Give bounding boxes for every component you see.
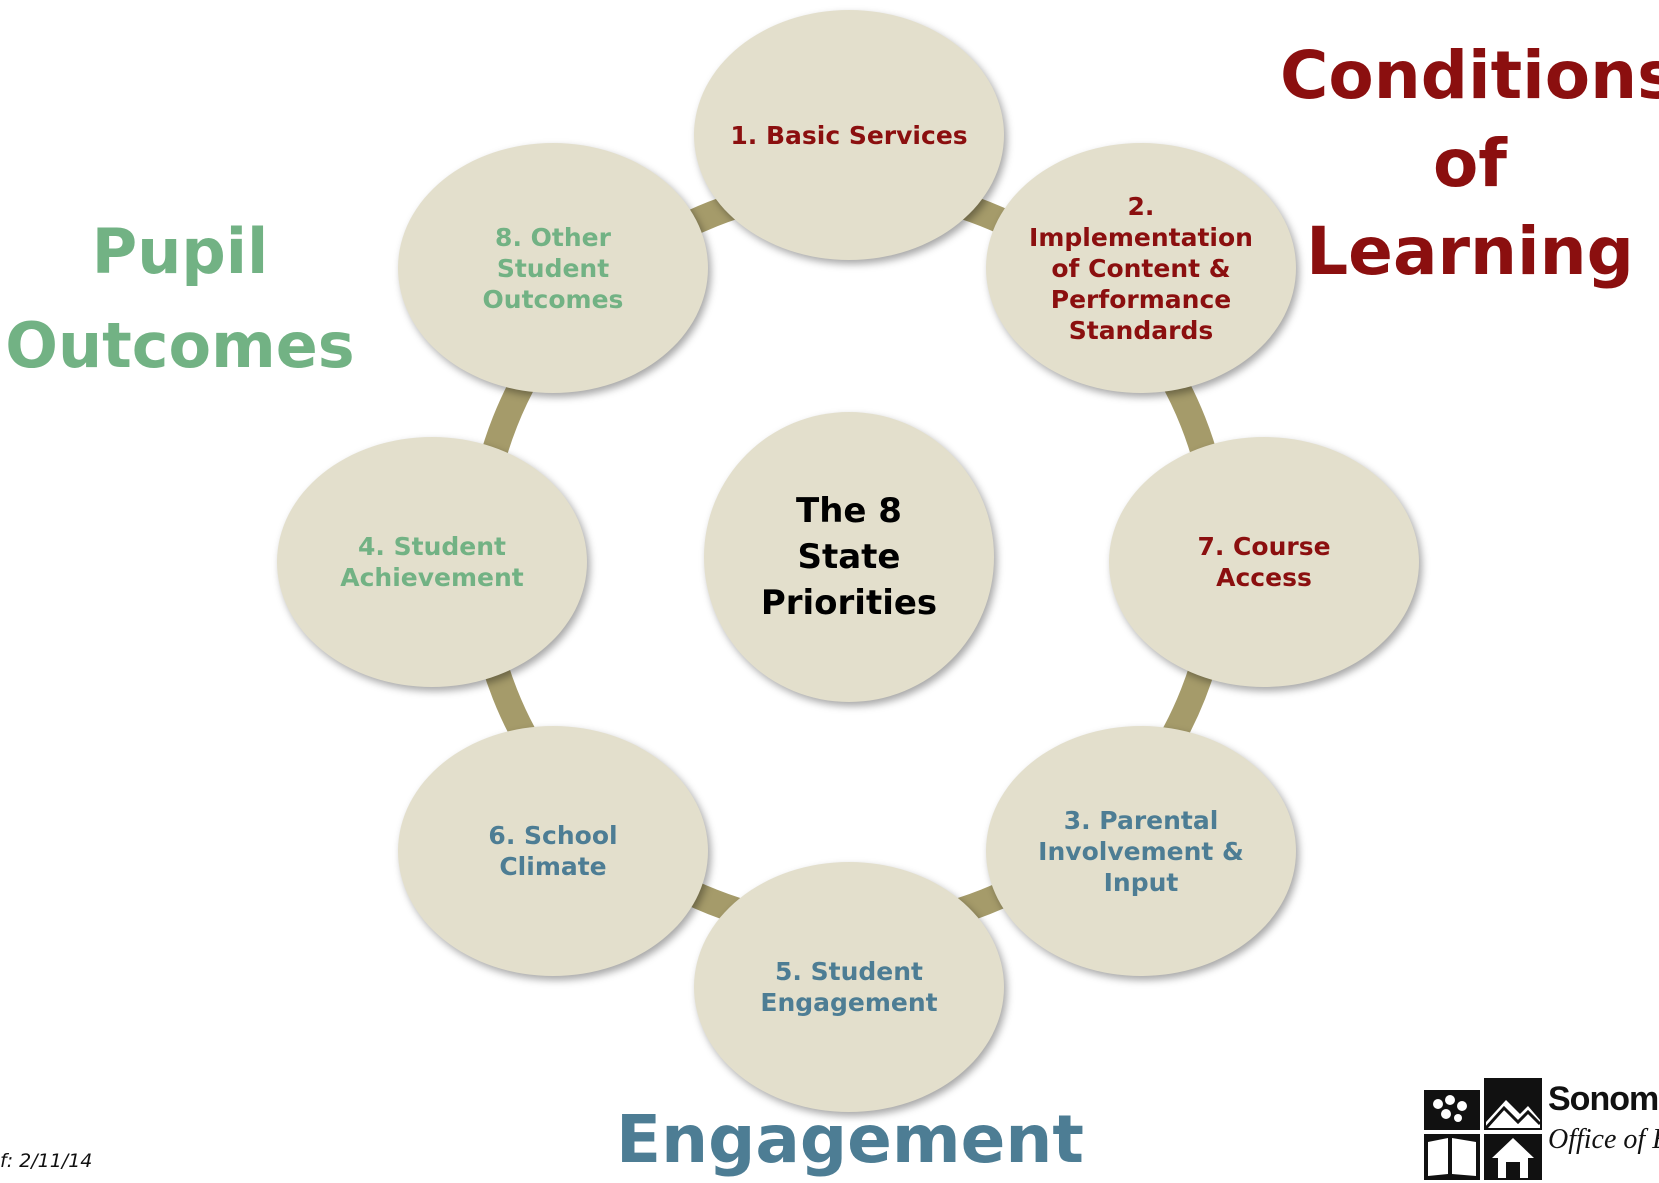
priority-1-label: 1. Basic Services: [730, 120, 968, 150]
center-circle: The 8 State Priorities: [704, 412, 994, 702]
priority-1-circle: 1. Basic Services: [694, 10, 1004, 260]
priority-5-label: 5. Student: [775, 957, 923, 986]
priority-8-circle: 8. Other Student Outcomes: [398, 143, 708, 393]
engagement-label: Engagement: [616, 1101, 1084, 1178]
center-title-line: The 8: [796, 491, 902, 531]
revision-date: f: 2/11/14: [0, 1150, 93, 1172]
logo-mark-icon: [1424, 1078, 1542, 1180]
center-title-line: Priorities: [760, 583, 938, 623]
priority-3-label: 3. Parental: [1063, 805, 1219, 835]
priority-7-circle: 7. Course Access: [1109, 437, 1419, 687]
priority-4-circle: 4. Student Achievement: [277, 437, 587, 687]
conditions-line: of: [1432, 125, 1508, 202]
priority-5-label: Engagement: [760, 988, 938, 1017]
priority-2-label: Performance: [1050, 284, 1232, 314]
priority-7-label: 7. Course: [1197, 532, 1331, 561]
pupil-line: Pupil: [91, 215, 269, 288]
conditions-line: Learning: [1306, 213, 1634, 290]
pupil-outcomes-label: Pupil Outcomes: [0, 205, 360, 393]
logo-name: Sonoma: [1548, 1080, 1659, 1118]
priority-3-circle: 3. Parental Involvement & Input: [986, 726, 1296, 976]
priority-6-label: 6. School: [488, 821, 618, 850]
priority-2-circle: 2. Implementation of Content & Performan…: [986, 143, 1296, 393]
priority-8-label: Student: [496, 253, 610, 283]
center-title-line: State: [797, 537, 901, 577]
priority-7-label: Access: [1216, 563, 1312, 592]
priority-6-label: Climate: [499, 852, 607, 881]
priority-8-label: 8. Other: [495, 222, 611, 252]
priority-2-label: of Content &: [1051, 253, 1231, 283]
priority-6-circle: 6. School Climate: [398, 726, 708, 976]
priority-2-label: Implementation: [1029, 222, 1253, 252]
priority-3-label: Input: [1103, 867, 1179, 897]
sonoma-county-office-logo: Sonoma Office of E: [1420, 1078, 1659, 1183]
conditions-of-learning-label: Conditions of Learning: [1280, 32, 1659, 296]
conditions-line: Conditions: [1280, 37, 1659, 114]
priority-5-circle: 5. Student Engagement: [694, 862, 1004, 1112]
priority-3-label: Involvement &: [1038, 836, 1244, 866]
priority-8-label: Outcomes: [482, 284, 624, 314]
priority-4-label: 4. Student: [358, 532, 506, 561]
logo-subtitle: Office of E: [1548, 1124, 1659, 1155]
priority-2-label: 2.: [1127, 191, 1155, 221]
priority-2-label: Standards: [1068, 315, 1214, 345]
pupil-line: Outcomes: [5, 309, 355, 382]
priority-4-label: Achievement: [340, 563, 524, 592]
